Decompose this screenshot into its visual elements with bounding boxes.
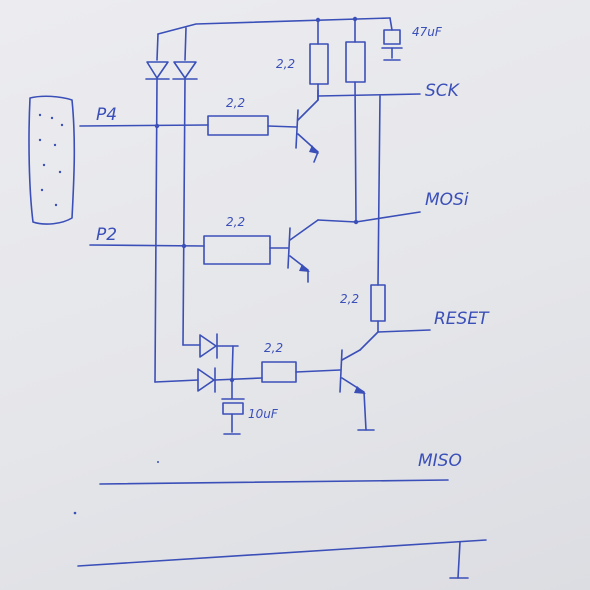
capacitor-10uf: 10uF [221, 379, 279, 435]
label-r-mosi: 2,2 [226, 215, 245, 229]
label-r-pullup-reset: 2,2 [340, 292, 359, 306]
transistor-sck [295, 89, 319, 163]
miso-wire [99, 479, 449, 485]
resistor-reset-base: 2,2 [261, 341, 297, 383]
resistor-pullup-mosi [345, 18, 366, 223]
resistor-pullup-reset: 2,2 [340, 284, 386, 333]
label-r-sck: 2,2 [226, 96, 245, 110]
resistor-sck-base: 2,2 [207, 96, 269, 136]
label-mosi: MOSi [425, 190, 469, 210]
label-cap-top: 47uF [412, 25, 443, 39]
p4-wire [79, 124, 209, 127]
p2-wire [89, 244, 205, 247]
diode-junction-wire [231, 345, 234, 381]
reset-wire [359, 329, 431, 351]
diode-right-top [172, 27, 198, 346]
label-r-reset: 2,2 [264, 341, 283, 355]
diode-left-top [145, 33, 170, 383]
label-p2: P2 [96, 225, 117, 245]
label-r-pullup-sck: 2,2 [276, 57, 295, 71]
ground-wire [77, 539, 487, 567]
capacitor-47uf: 47uF [381, 17, 443, 61]
resistor-pullup-sck: 2,2 [276, 19, 329, 101]
transistor-reset [339, 349, 375, 431]
diode-lower-top [182, 333, 239, 359]
parallel-port-connector [28, 95, 76, 225]
label-cap-bottom: 10uF [248, 407, 279, 421]
reset-supply-wire [377, 95, 381, 286]
diode-lower-bottom [154, 367, 263, 393]
sck-wire [317, 93, 421, 97]
top-supply-rail [157, 17, 391, 35]
resistor-mosi-base: 2,2 [203, 215, 271, 265]
transistor-mosi [287, 219, 319, 283]
ground-stub [457, 541, 461, 579]
label-miso: MISO [418, 451, 462, 471]
label-reset: RESET [434, 309, 490, 329]
label-sck: SCK [425, 81, 461, 101]
label-p4: P4 [96, 105, 117, 125]
mosi-wire [317, 211, 421, 223]
